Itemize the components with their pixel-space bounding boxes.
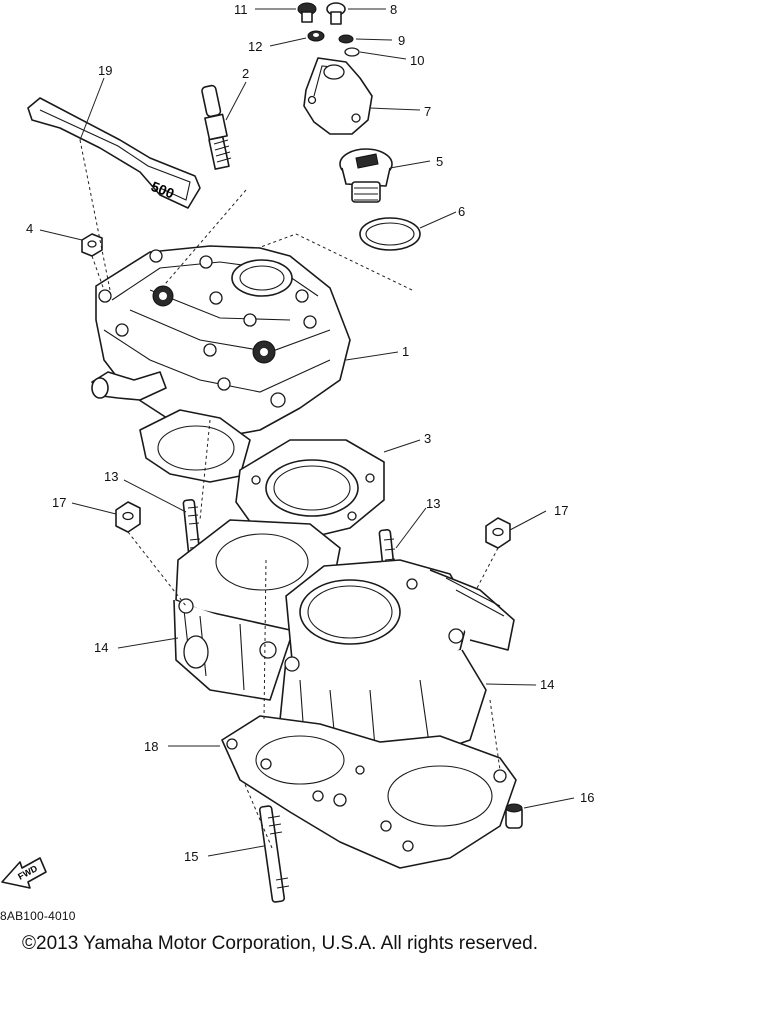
callout-8: 8 (390, 2, 397, 17)
callout-numbers: 11 8 9 10 12 7 5 6 2 19 4 1 3 13 17 13 1… (26, 2, 594, 864)
callout-19: 19 (98, 63, 112, 78)
part-8-bolt (326, 2, 346, 25)
part-19-decal: 500 (27, 97, 201, 209)
part-1-cylinder-head (91, 245, 351, 439)
callout-13-left: 13 (104, 469, 118, 484)
part-18-base-gasket (221, 715, 517, 869)
part-4-nut (81, 233, 103, 257)
leader-lines (39, 8, 575, 857)
part-16-dowel-pin (505, 803, 523, 829)
part-3-head-gasket (139, 409, 385, 541)
callout-17-left: 17 (52, 495, 66, 510)
part-17-nut-right (485, 517, 511, 549)
callout-17-right: 17 (554, 503, 568, 518)
copyright-notice: ©2013 Yamaha Motor Corporation, U.S.A. A… (22, 933, 538, 954)
part-12-washer (307, 30, 325, 42)
callout-14-right: 14 (540, 677, 554, 692)
callout-6: 6 (458, 204, 465, 219)
callout-16: 16 (580, 790, 594, 805)
diagram-code: 8AB100-4010 (0, 909, 76, 923)
part-7-thermostat-cover (303, 57, 373, 135)
part-5-thermostat (339, 148, 393, 203)
callout-4: 4 (26, 221, 33, 236)
callout-12: 12 (248, 39, 262, 54)
callout-1: 1 (402, 344, 409, 359)
part-9-washer (338, 34, 354, 44)
part-10-washer (344, 47, 360, 57)
fwd-arrow-icon: FWD (1, 857, 47, 889)
callout-18: 18 (144, 739, 158, 754)
callout-3: 3 (424, 431, 431, 446)
callout-15: 15 (184, 849, 198, 864)
callout-14-left: 14 (94, 640, 108, 655)
part-6-o-ring (359, 217, 421, 251)
part-17-nut-left (115, 501, 141, 533)
callout-5: 5 (436, 154, 443, 169)
callout-11: 11 (234, 2, 248, 17)
callout-2: 2 (242, 66, 249, 81)
callout-9: 9 (398, 33, 405, 48)
callout-13-right: 13 (426, 496, 440, 511)
callout-7: 7 (424, 104, 431, 119)
callout-10: 10 (410, 53, 424, 68)
part-11-bolt (297, 2, 317, 23)
part-2-spark-plug (201, 84, 232, 170)
part-15-stud (258, 805, 290, 903)
